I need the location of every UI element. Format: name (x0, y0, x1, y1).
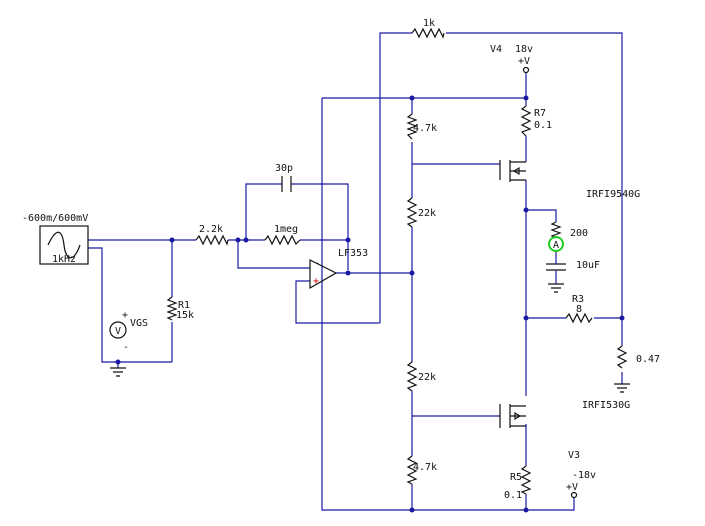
mosfet-top (499, 160, 526, 182)
r7-value-label: 0.1 (534, 120, 552, 131)
resistor-2k2-label: 2.2k (199, 224, 223, 235)
ground-symbols (110, 283, 630, 393)
source-amplitude-label: -600m/600mV (22, 213, 88, 224)
resistor-1meg-label: 1meg (274, 224, 298, 235)
r3-value-label: 8 (576, 304, 582, 315)
wires (88, 32, 623, 511)
r5-value-label: 0.1 (504, 490, 522, 501)
resistor-4k7-top-label: 4.7k (413, 123, 437, 134)
v3-name-label: V3 (568, 450, 580, 461)
mosfet-bottom (499, 404, 526, 428)
opamp-minus-label: - (314, 258, 320, 269)
source-frequency-label: 1kHz (52, 254, 76, 265)
vgs-label: VGS (130, 318, 148, 329)
resistor-200-label: 200 (570, 228, 588, 239)
ammeter-symbol: A (553, 240, 559, 251)
voltmeter-minus: - (123, 342, 129, 353)
r3-name-label: R3 (572, 294, 584, 305)
v4-name-label: V4 (490, 44, 502, 55)
v4-value-label: 18v (515, 44, 533, 55)
mosfet-bottom-label: IRFI530G (582, 400, 630, 411)
r1-name-label: R1 (178, 300, 190, 311)
v4-symbol-label: +V (518, 56, 530, 67)
opamp-plus-label: + (313, 276, 319, 287)
resistor-22k-bottom-label: 22k (418, 372, 436, 383)
r7-name-label: R7 (534, 108, 546, 119)
resistor-1k-label: 1k (423, 18, 435, 29)
r5-name-label: R5 (510, 472, 522, 483)
opamp-label: LF353 (338, 248, 368, 259)
capacitor-30p-label: 30p (275, 163, 293, 174)
junction-dots (115, 95, 625, 513)
voltmeter-symbol: V (115, 326, 121, 337)
voltmeter-plus: + (122, 310, 128, 321)
signal-source (39, 225, 89, 265)
v3-value-label: -18v (572, 470, 596, 481)
ammeter (548, 236, 564, 252)
supply-terminals (522, 66, 578, 499)
r1-value-label: 15k (176, 310, 194, 321)
resistors (166, 27, 628, 495)
capacitors (281, 176, 566, 284)
v3-symbol-label: +V (566, 482, 578, 493)
capacitor-10uf-label: 10uF (576, 260, 600, 271)
resistor-047-label: 0.47 (636, 354, 660, 365)
voltmeter-vgs (109, 321, 127, 339)
op-amp (309, 259, 338, 290)
resistor-4k7-bottom-label: 4.7k (413, 462, 437, 473)
resistor-22k-top-label: 22k (418, 208, 436, 219)
mosfet-top-label: IRFI9540G (586, 189, 640, 200)
